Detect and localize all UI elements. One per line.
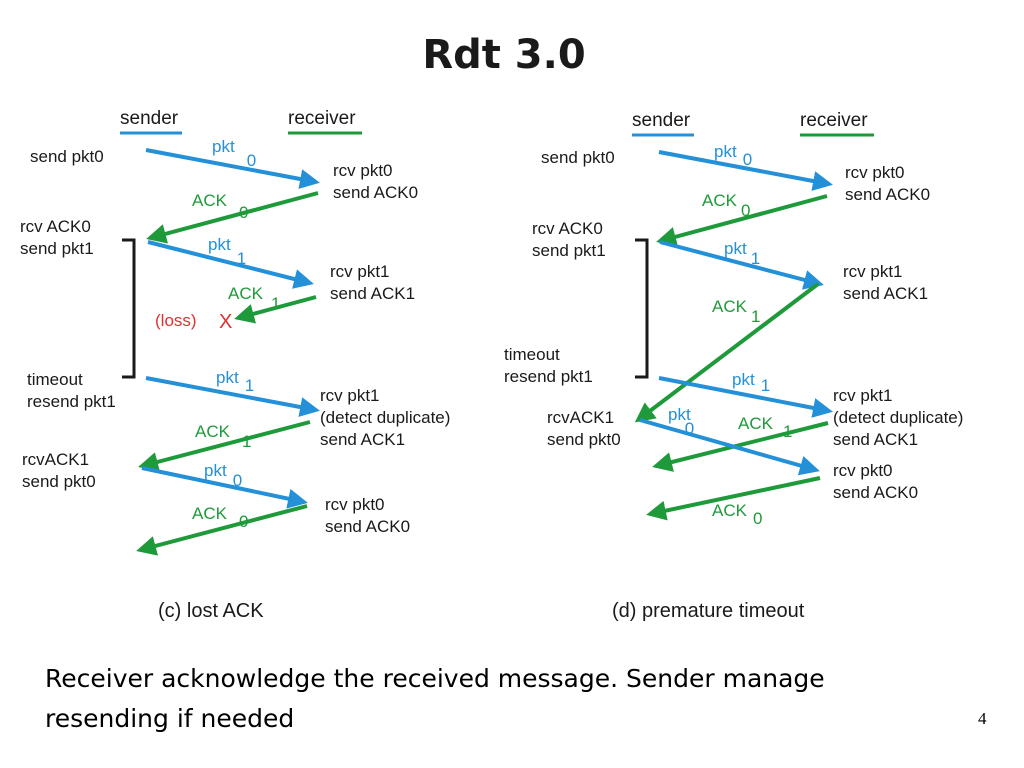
right-rcv-pkt0b: rcv pkt0 <box>833 461 893 480</box>
left-pkt1-resend-arrow <box>145 376 320 417</box>
right-caption: (d) premature timeout <box>612 600 805 622</box>
left-sender-header: sender <box>120 108 179 129</box>
right-sender-header: sender <box>632 110 691 131</box>
left-send-pkt0b: send pkt0 <box>22 472 96 491</box>
right-rcvack1: rcvACK1 <box>547 408 614 427</box>
right-send-ack0: send ACK0 <box>845 185 930 204</box>
left-rcv-pkt1b: rcv pkt1 <box>320 386 380 405</box>
right-send-pkt0b: send pkt0 <box>547 430 621 449</box>
right-send-ack1: send ACK1 <box>843 284 928 303</box>
left-ack1b-label: ACK1 <box>195 422 251 451</box>
right-send-ack1b: send ACK1 <box>833 430 918 449</box>
left-pkt0-arrow <box>145 148 320 189</box>
left-ack0-label: ACK0 <box>192 191 248 222</box>
left-timeout: timeout <box>27 370 83 389</box>
right-ack1-arrow <box>634 282 820 423</box>
left-pkt0-label: pkt0 <box>212 137 256 170</box>
right-send-ack0b: send ACK0 <box>833 483 918 502</box>
left-send-ack1: send ACK1 <box>330 284 415 303</box>
right-pkt1-resend-arrow <box>658 376 833 418</box>
left-send-pkt0: send pkt0 <box>30 147 104 166</box>
right-timeout: timeout <box>504 345 560 364</box>
left-send-pkt1: send pkt1 <box>20 239 94 258</box>
right-ack0-arrow <box>656 194 828 247</box>
slide-title: Rdt 3.0 <box>422 32 585 78</box>
left-timeout-bracket <box>122 238 136 379</box>
panel-lost-ack: sender receiver send pkt0 rcv ACK0 send … <box>20 108 450 622</box>
right-pkt0b-arrow <box>639 418 820 476</box>
left-receiver-header: receiver <box>288 108 356 129</box>
right-receiver-header: receiver <box>800 110 868 131</box>
left-loss-label: (loss) <box>155 311 197 330</box>
left-send-ack0: send ACK0 <box>333 183 418 202</box>
left-ack1-lost-arrow <box>234 295 317 324</box>
left-rcv-pkt0b: rcv pkt0 <box>325 495 385 514</box>
left-caption: (c) lost ACK <box>158 600 264 622</box>
right-send-pkt0: send pkt0 <box>541 148 615 167</box>
left-rcvack1: rcvACK1 <box>22 450 89 469</box>
left-rcv-pkt1: rcv pkt1 <box>330 262 390 281</box>
right-pkt1-arrow <box>659 240 824 290</box>
left-ack1-arrow <box>138 420 311 472</box>
left-pkt0b-label: pkt0 <box>204 461 242 490</box>
body-line-1: Receiver acknowledge the received messag… <box>45 664 825 693</box>
right-resend-pkt1: resend pkt1 <box>504 367 593 386</box>
right-detect-dup: (detect duplicate) <box>833 408 963 427</box>
left-send-ack1b: send ACK1 <box>320 430 405 449</box>
left-loss-x-icon: X <box>219 311 232 333</box>
right-pkt0-arrow <box>658 150 833 191</box>
left-rcv-pkt0: rcv pkt0 <box>333 161 393 180</box>
left-pkt1-label: pkt1 <box>208 235 246 268</box>
right-ack0-label: ACK0 <box>702 191 750 220</box>
left-ack0-arrow <box>146 191 319 244</box>
left-pkt0b-arrow <box>141 466 308 509</box>
right-rcv-pkt1b: rcv pkt1 <box>833 386 893 405</box>
left-ack1-label: ACK1 <box>228 284 280 313</box>
page-number: 4 <box>978 709 987 728</box>
right-pkt1-label: pkt1 <box>724 239 760 268</box>
right-ack1b-arrow <box>652 421 829 472</box>
right-ack1-label: ACK1 <box>712 297 760 326</box>
right-ack0b-arrow <box>646 476 821 521</box>
left-resend-pkt1: resend pkt1 <box>27 392 116 411</box>
left-ack0b-arrow <box>136 504 308 556</box>
right-rcv-pkt0: rcv pkt0 <box>845 163 905 182</box>
left-pkt1-arrow <box>147 240 314 289</box>
left-send-ack0b: send ACK0 <box>325 517 410 536</box>
left-rcv-ack0: rcv ACK0 <box>20 217 91 236</box>
right-timeout-bracket <box>635 238 649 379</box>
left-detect-dup: (detect duplicate) <box>320 408 450 427</box>
right-send-pkt1: send pkt1 <box>532 241 606 260</box>
body-line-2: resending if needed <box>45 704 294 733</box>
right-rcv-ack0: rcv ACK0 <box>532 219 603 238</box>
panel-premature-timeout: sender receiver send pkt0 rcv ACK0 send … <box>504 110 963 622</box>
right-rcv-pkt1: rcv pkt1 <box>843 262 903 281</box>
